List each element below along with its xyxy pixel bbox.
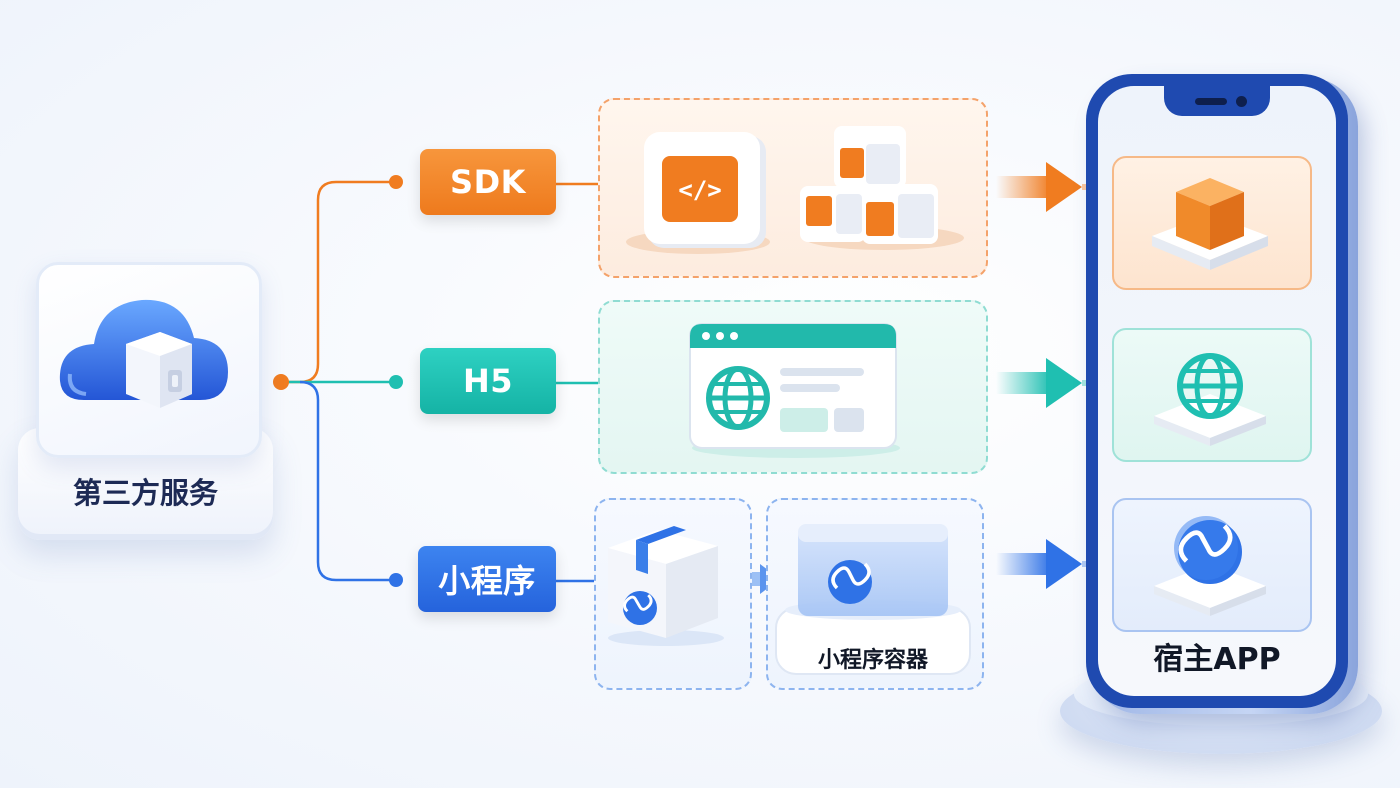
- miniprogram-label: 小程序: [438, 562, 536, 600]
- source-label: 第三方服务: [72, 476, 218, 510]
- h5-junction-dot: [389, 375, 403, 389]
- phone-speaker: [1195, 98, 1227, 105]
- package-box-icon: [608, 526, 724, 646]
- h5-button[interactable]: H5: [420, 348, 556, 414]
- container-icon: [775, 524, 971, 675]
- blocks-icon: [800, 126, 964, 250]
- sdk-label: SDK: [450, 163, 526, 201]
- svg-text:</>: </>: [678, 176, 721, 204]
- sdk-module-icon: [1152, 178, 1268, 270]
- h5-label: H5: [462, 362, 514, 400]
- phone-camera: [1236, 96, 1247, 107]
- browser-window-icon: [689, 323, 900, 458]
- globe-icon: [706, 366, 770, 430]
- host-globe-icon: [1154, 353, 1266, 446]
- miniprogram-junction-dot: [389, 573, 403, 587]
- cloud-cube-icon: [59, 299, 228, 408]
- code-icon: </>: [626, 132, 770, 254]
- wire-sdk: [281, 180, 396, 384]
- wire-origin-dot: [273, 374, 289, 390]
- container-label: 小程序容器: [817, 648, 928, 673]
- sdk-junction-dot: [389, 175, 403, 189]
- host-app-label: 宿主APP: [1153, 642, 1281, 677]
- wire-miniprogram: [299, 380, 396, 582]
- miniprogram-button[interactable]: 小程序: [418, 546, 556, 612]
- host-miniprogram-icon: [1154, 516, 1266, 616]
- sdk-button[interactable]: SDK: [420, 149, 556, 215]
